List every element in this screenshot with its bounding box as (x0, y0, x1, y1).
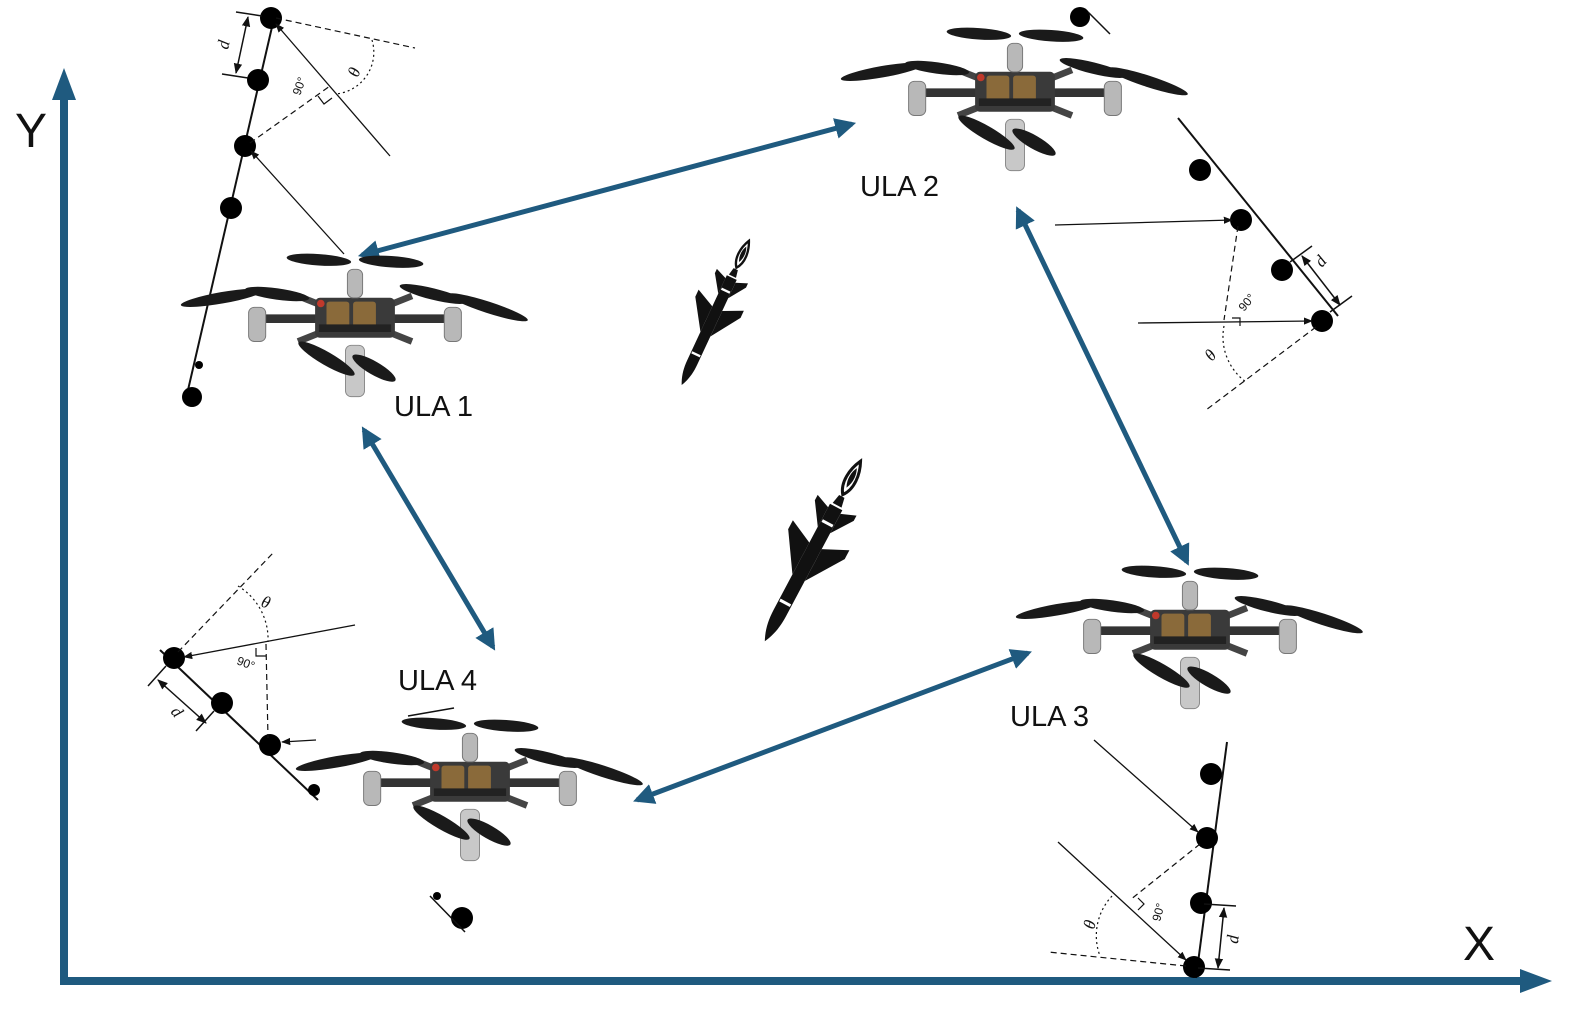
ula1-array-geometry: d θ 90° (182, 7, 416, 407)
array-element (1189, 159, 1211, 181)
y-axis-label: Y (15, 105, 47, 158)
ula4-right-angle-label: 90° (235, 654, 257, 673)
ula4-theta-label: θ (259, 592, 273, 613)
ula2-label: ULA 2 (860, 171, 939, 203)
array-element (1311, 310, 1333, 332)
array-element (163, 647, 185, 669)
quadcopter-icon (1015, 564, 1365, 709)
ula3-spacing-label: d (1223, 934, 1243, 945)
ula1-theta-label: θ (344, 65, 365, 79)
array-element (1183, 956, 1205, 978)
ula2-theta-label: θ (1201, 346, 1221, 365)
quadcopter-icon (180, 252, 530, 397)
ula1-spacing-label: d (213, 38, 233, 51)
x-axis (60, 969, 1552, 993)
y-axis (52, 68, 76, 985)
ula1-right-angle-label: 90° (290, 75, 309, 97)
ula4-label: ULA 4 (398, 665, 477, 697)
ula3-array-geometry: d θ 90° (1047, 739, 1243, 979)
quadcopter-icon (840, 26, 1190, 171)
ula3-label: ULA 3 (1010, 701, 1089, 733)
link-ula2-ula3 (1015, 206, 1190, 566)
quadcopter-icon (295, 716, 645, 861)
link-ula1-ula2 (357, 118, 857, 261)
array-element (182, 387, 202, 407)
missile-icon (657, 229, 773, 397)
array-element (451, 907, 473, 929)
array-element (1190, 892, 1212, 914)
ula2-right-angle-label: 90° (1236, 291, 1259, 314)
array-element (1200, 763, 1222, 785)
ula4-spacing-label: d (167, 702, 187, 721)
array-element (247, 69, 269, 91)
array-element (1230, 209, 1252, 231)
ula4-array-geometry: d θ 90° (147, 551, 473, 933)
link-ula3-ula4 (633, 649, 1032, 804)
ula1-label: ULA 1 (394, 391, 473, 423)
ula2-spacing-label: d (1311, 251, 1331, 270)
x-axis-label: X (1463, 918, 1495, 971)
array-element (1271, 259, 1293, 281)
array-element (220, 197, 242, 219)
array-element (1070, 7, 1090, 27)
ula3-right-angle-label: 90° (1149, 901, 1167, 922)
array-element (1196, 827, 1218, 849)
array-element (259, 734, 281, 756)
missile-icon (735, 444, 891, 658)
link-ula4-ula1 (361, 426, 496, 651)
array-element (211, 692, 233, 714)
ula3-theta-label: θ (1080, 918, 1101, 931)
